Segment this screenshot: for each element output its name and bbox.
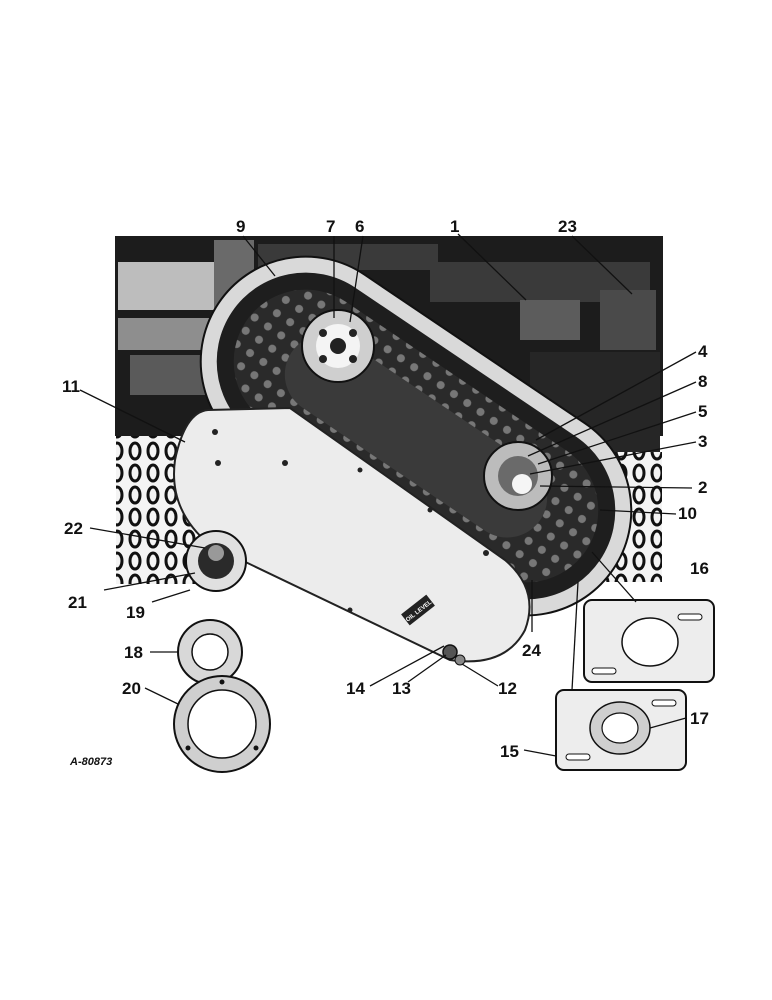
callout-17: 17 (690, 709, 709, 728)
callout-10: 10 (678, 504, 697, 523)
callout-9: 9 (236, 217, 245, 236)
leader-lines (79, 233, 697, 757)
callout-3: 3 (698, 432, 707, 451)
gasket-plate-15 (555, 689, 687, 771)
figure-reference: A-80873 (69, 756, 112, 768)
callout-22: 22 (64, 519, 83, 538)
callout-21: 21 (68, 593, 87, 612)
callout-11: 11 (62, 377, 80, 396)
callout-20: 20 (122, 679, 141, 698)
upper-sprocket (301, 309, 375, 383)
callout-16: 16 (690, 559, 709, 578)
chain-case-cover: OIL LEVEL (173, 406, 531, 663)
callout-19: 19 (126, 603, 145, 622)
callout-12: 12 (498, 679, 517, 698)
callout-8: 8 (698, 372, 707, 391)
gasket-plate-16 (583, 599, 715, 683)
callout-7: 7 (326, 217, 335, 236)
callout-13: 13 (392, 679, 411, 698)
ring-gasket (173, 675, 271, 773)
callout-15: 15 (500, 742, 519, 761)
drain-plug (442, 644, 466, 666)
callout-18: 18 (124, 643, 143, 662)
callout-1: 1 (450, 217, 459, 236)
lower-sprocket (483, 441, 553, 511)
washer-part (177, 619, 243, 685)
cover-gear (185, 530, 247, 592)
callout-24: 24 (522, 641, 541, 660)
callout-23: 23 (558, 217, 577, 236)
callout-4: 4 (698, 342, 708, 361)
callout-2: 2 (698, 478, 707, 497)
callout-6: 6 (355, 217, 364, 236)
callout-5: 5 (698, 402, 707, 421)
callout-14: 14 (346, 679, 365, 698)
callout-labels: 1 2 3 4 5 6 7 8 9 10 11 12 13 14 15 16 1… (62, 217, 709, 761)
